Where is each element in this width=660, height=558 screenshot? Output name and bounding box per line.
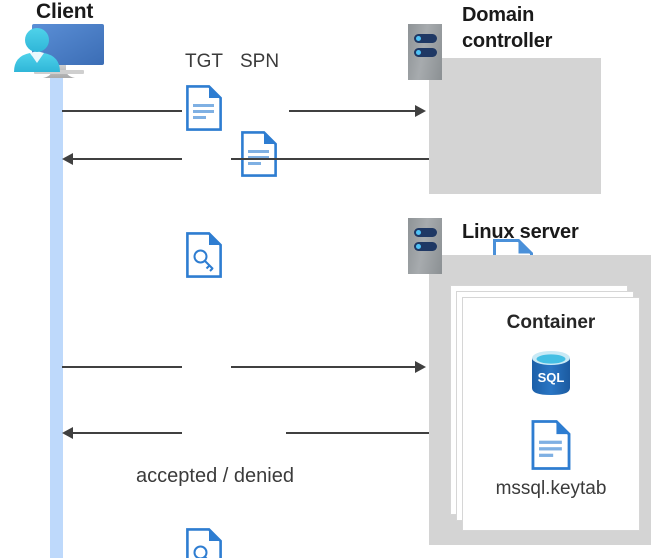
linux-server-label: Linux server xyxy=(462,221,579,243)
container-title: Container xyxy=(506,312,596,333)
message-request-ticket-line-right xyxy=(289,110,415,112)
spn-label: SPN xyxy=(240,51,280,72)
keytab-filename-label: mssql.keytab xyxy=(495,478,607,499)
message-present-ticket-arrowhead xyxy=(415,361,426,373)
auth-result-caption: accepted / denied xyxy=(136,465,294,487)
tgt-label: TGT xyxy=(185,51,223,72)
message-auth-result-arrowhead xyxy=(62,427,73,439)
keytab-document-icon xyxy=(463,420,639,470)
client-monitor-user-icon xyxy=(8,22,116,84)
message-auth-result-line-right xyxy=(286,432,429,434)
linux-server-rack-icon xyxy=(408,218,442,274)
sql-database-icon: SQL xyxy=(463,350,639,398)
message-receive-ticket-arrowhead xyxy=(62,153,73,165)
client-label: Client xyxy=(36,0,94,23)
domain-controller-label-line2: controller xyxy=(462,30,553,52)
spn-document-icon xyxy=(241,131,277,177)
service-ticket-document-icon xyxy=(186,232,222,278)
message-request-ticket-arrowhead xyxy=(415,105,426,117)
client-lifeline xyxy=(50,62,63,558)
message-present-ticket-line-left xyxy=(62,366,182,368)
service-ticket-document-icon-2 xyxy=(186,528,222,558)
domain-controller-panel xyxy=(429,58,601,194)
tgt-document-icon xyxy=(186,85,222,131)
message-receive-ticket-line-right xyxy=(231,158,429,160)
container-card-front: Container SQL xyxy=(462,297,640,531)
message-receive-ticket-line-left xyxy=(73,158,182,160)
domain-controller-server-rack-icon xyxy=(408,24,442,80)
domain-controller-label-line1: Domain xyxy=(462,4,535,26)
message-present-ticket-line-right xyxy=(231,366,415,368)
message-auth-result-line-left xyxy=(73,432,182,434)
svg-text:SQL: SQL xyxy=(538,370,565,385)
message-request-ticket-line-left xyxy=(62,110,182,112)
domain-controller-label: Domain controller xyxy=(462,2,612,54)
